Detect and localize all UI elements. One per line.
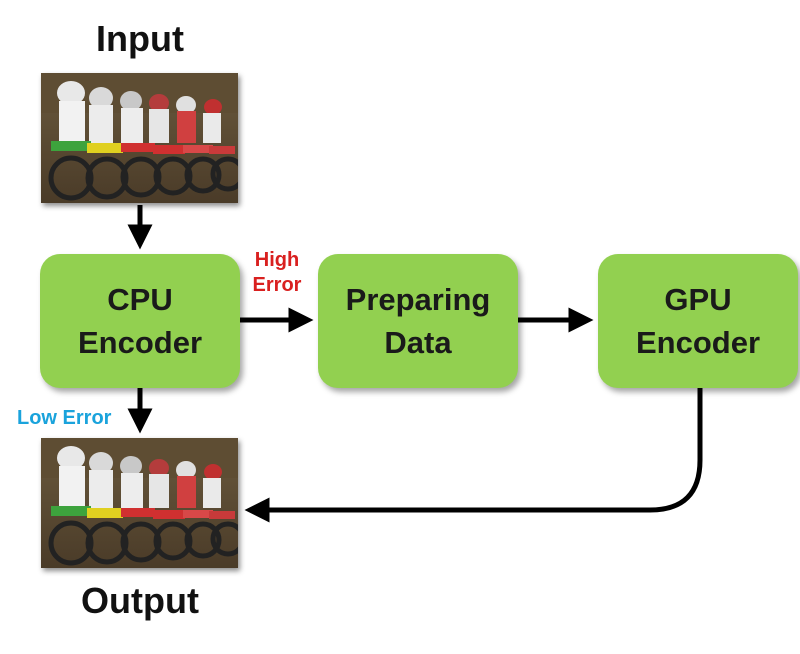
high-error-line2: Error <box>252 274 302 296</box>
gpu-encoder-line1: GPU <box>664 281 732 317</box>
cpu-encoder-line1: CPU <box>107 281 173 317</box>
preparing-data-line1: Preparing <box>345 281 491 317</box>
low-error-label: Low Error <box>17 407 112 429</box>
preparing-data-box: Preparing Data <box>318 254 518 388</box>
output-image <box>41 438 238 568</box>
output-title: Output <box>81 580 199 621</box>
arrow-gpu-to-output <box>244 388 703 523</box>
input-image <box>41 73 238 203</box>
high-error-line1: High <box>254 249 300 271</box>
input-title: Input <box>96 18 184 59</box>
preparing-data-line2: Data <box>384 325 452 360</box>
high-error-label: High Error <box>246 248 308 298</box>
cpu-encoder-line2: Encoder <box>77 325 203 360</box>
cpu-encoder-box: CPU Encoder <box>40 254 240 388</box>
gpu-encoder-line2: Encoder <box>635 325 761 360</box>
gpu-encoder-box: GPU Encoder <box>598 254 798 388</box>
